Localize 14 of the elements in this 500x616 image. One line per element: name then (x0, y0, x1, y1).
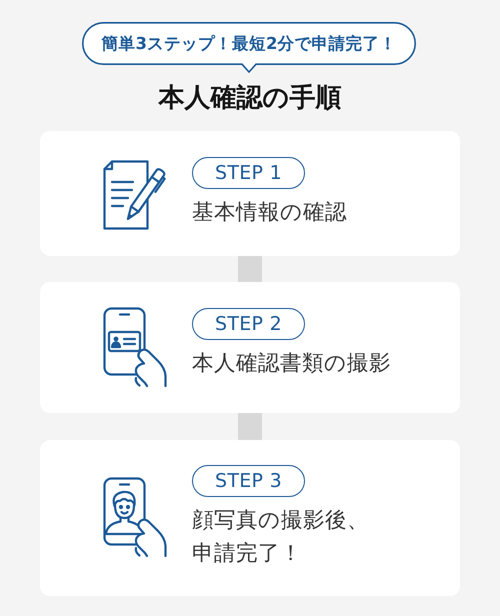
step-description: 本人確認書類の撮影 (192, 350, 392, 378)
diagram-title: 本人確認の手順 (157, 82, 342, 114)
connector-bar (238, 413, 262, 440)
connector-bar (238, 256, 262, 282)
step-description: 顔写真の撮影後、申請完了！ (192, 507, 370, 568)
step-card (40, 440, 460, 596)
speech-bubble (82, 22, 416, 73)
step-pill: STEP 1 (192, 157, 305, 189)
step-card (40, 282, 460, 413)
step-description: 基本情報の確認 (192, 199, 348, 227)
step-pill: STEP 2 (192, 308, 305, 340)
bubble-text: 簡単3ステップ！最短2分で申請完了！ (102, 32, 396, 54)
step-card (40, 131, 460, 256)
step-pill: STEP 3 (192, 465, 305, 497)
